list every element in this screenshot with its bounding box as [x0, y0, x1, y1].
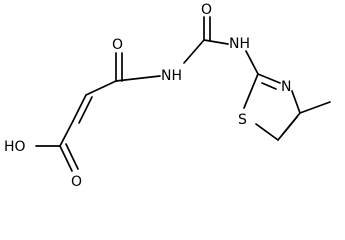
atom-label-urea-nh: NH: [229, 36, 250, 52]
molecule-drawing: HO O O NH O NH S N: [4, 2, 331, 189]
structure-diagram: HO O O NH O NH S N: [4, 2, 331, 189]
bond-acid-c-o-2: [65, 143, 79, 170]
atom-label-ho: HO: [4, 139, 26, 155]
bond-acid-c-o-1: [59, 145, 73, 172]
bond-nh-ring-c: [245, 50, 259, 75]
atom-label-amide-o: O: [112, 37, 123, 53]
bond-ring-c2-s: [243, 73, 259, 109]
bond-ch-ch: [85, 80, 117, 96]
bond-ring-c4-n: [291, 90, 301, 114]
bond-ring-n-c2-2: [261, 82, 277, 90]
bond-acid-c-ch: [59, 120, 74, 147]
atom-label-imide-nh: NH: [161, 68, 182, 84]
bond-ring-s-c5: [255, 123, 279, 141]
bond-amide-c-nh: [115, 75, 161, 82]
atom-label-ring-s: S: [238, 112, 247, 128]
bond-ring-c5-c4-2: [282, 116, 298, 135]
bond-alkene-1: [72, 94, 87, 122]
bond-nh-urea-c: [183, 39, 205, 64]
bond-alkene-2: [78, 96, 93, 124]
bond-urea-c-nh: [203, 39, 229, 45]
bond-c4-methyl: [299, 101, 331, 114]
atom-label-urea-o: O: [201, 2, 212, 18]
atom-label-ring-n: N: [281, 79, 291, 95]
atom-label-acid-o: O: [71, 174, 82, 189]
bond-ring-n-c2-1: [257, 73, 281, 84]
